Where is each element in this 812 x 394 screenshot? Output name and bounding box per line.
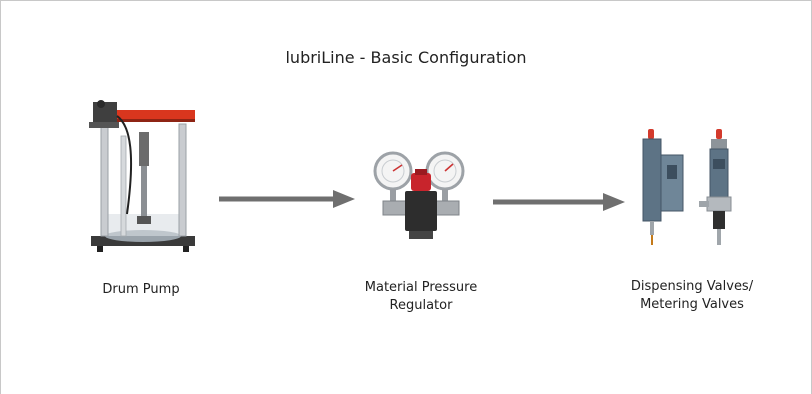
dispensing-valves-image — [637, 125, 747, 249]
drum-pump-image — [83, 96, 199, 256]
pressure-regulator-image — [373, 149, 469, 241]
drum-pump-label-line-1: Drum Pump — [102, 282, 180, 297]
pressure-regulator-label-line-1: Material Pressure — [364, 280, 478, 295]
pressure-regulator-label-line-2: Regulator — [389, 298, 453, 313]
pressure-regulator-label: Material Pressure Regulator — [351, 279, 491, 315]
diagram-title: lubriLine - Basic Configuration — [285, 48, 527, 67]
flow-arrow-1 — [219, 189, 355, 209]
dispensing-valves-label-line-1: Dispensing Valves/ — [630, 279, 754, 294]
flow-arrow-2 — [493, 192, 625, 212]
dispensing-valves-label: Dispensing Valves/ Metering Valves — [609, 278, 775, 314]
dispensing-valves-label-line-2: Metering Valves — [640, 297, 744, 312]
drum-pump-label: Drum Pump — [83, 281, 199, 299]
